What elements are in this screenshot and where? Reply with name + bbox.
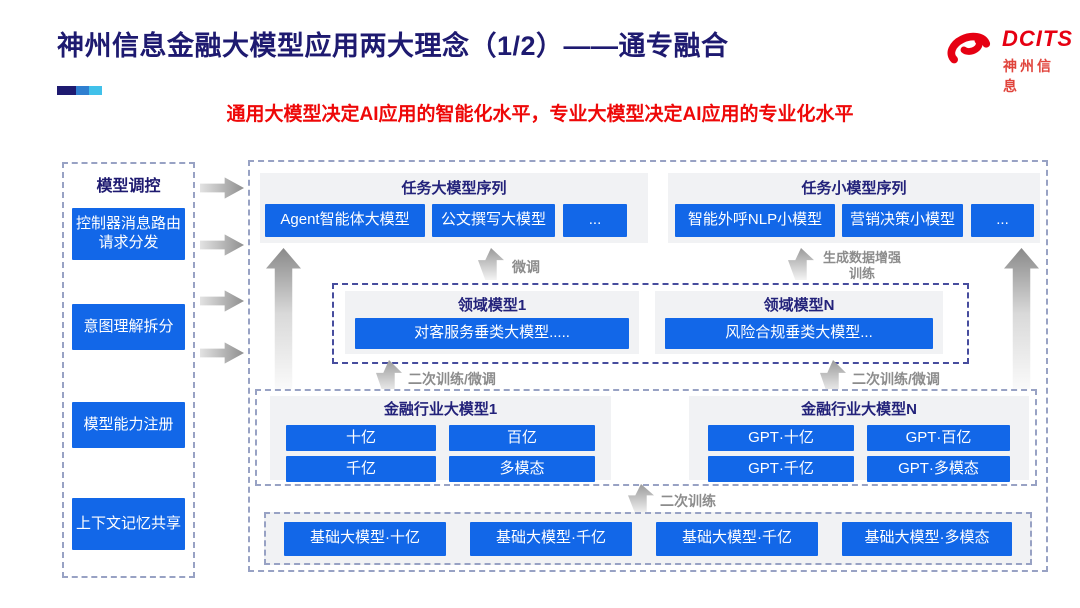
dcits-logo: DCITS 神州信息 xyxy=(940,20,1073,94)
model-control-panel: 模型调控 控制器消息路由请求分发 意图理解拆分 模型能力注册 上下文记忆共享 xyxy=(62,162,195,578)
big-up-arrow-icon xyxy=(266,248,301,394)
node-customer-service-model: 对客服务垂类大模型..... xyxy=(355,318,629,349)
gen-data-augment-label: 生成数据增强训练 xyxy=(822,250,901,282)
right-arrow-icon xyxy=(200,290,244,312)
node-multimodal: 多模态 xyxy=(449,456,595,482)
up-arrow-icon xyxy=(628,484,654,514)
node-nlp-callout-model: 智能外呼NLP小模型 xyxy=(675,204,835,237)
sidebar-item-context: 上下文记忆共享 xyxy=(72,498,185,550)
model-architecture-panel: 任务大模型序列 Agent智能体大模型 公文撰写大模型 ... 任务小模型序列 … xyxy=(248,160,1048,572)
sidebar-item-router: 控制器消息路由请求分发 xyxy=(72,208,185,260)
slide-subtitle: 通用大模型决定AI应用的智能化水平，专业大模型决定AI应用的专业化水平 xyxy=(226,104,854,125)
domain-model-1-panel: 领域模型1 对客服务垂类大模型..... xyxy=(345,291,639,354)
right-arrow-icon xyxy=(200,177,244,199)
task-large-model-panel: 任务大模型序列 Agent智能体大模型 公文撰写大模型 ... xyxy=(260,173,648,243)
node-base-100b-b: 基础大模型·千亿 xyxy=(656,521,818,556)
retrain-bottom-label: 二次训练 xyxy=(660,493,716,509)
sidebar-title: 模型调控 xyxy=(96,178,161,195)
accent-bar-cyan xyxy=(89,86,102,95)
node-marketing-model: 营销决策小模型 xyxy=(842,204,963,237)
industry-model-n-title: 金融行业大模型N xyxy=(801,401,917,418)
node-doc-writing-model: 公文撰写大模型 xyxy=(432,204,555,237)
node-task-small-more: ... xyxy=(971,204,1034,237)
accent-bar-navy xyxy=(57,86,76,95)
dcits-swirl-icon xyxy=(940,22,998,77)
node-agent-large-model: Agent智能体大模型 xyxy=(265,204,425,237)
base-model-panel: 基础大模型·十亿 基础大模型·千亿 基础大模型·千亿 基础大模型·多模态 xyxy=(264,512,1032,565)
node-gpt-100b: GPT·千亿 xyxy=(708,456,854,482)
node-1b-params: 十亿 xyxy=(286,425,436,451)
right-arrow-icon xyxy=(200,342,244,364)
sidebar-item-registry: 模型能力注册 xyxy=(72,402,185,448)
node-base-multimodal: 基础大模型·多模态 xyxy=(842,521,1012,556)
node-100b-params: 千亿 xyxy=(286,456,436,482)
domain-model-group: 领域模型1 对客服务垂类大模型..... 领域模型N 风险合规垂类大模型... xyxy=(332,283,969,364)
industry-model-group: 金融行业大模型1 十亿 百亿 千亿 多模态 金融行业大模型N GPT·十亿 GP… xyxy=(255,389,1037,486)
node-base-100b-a: 基础大模型·千亿 xyxy=(470,521,632,556)
domain-model-1-title: 领域模型1 xyxy=(457,297,527,314)
right-arrow-icon xyxy=(200,234,244,256)
up-arrow-icon xyxy=(478,248,504,280)
logo-brand-text: DCITS xyxy=(1002,26,1073,51)
task-small-title: 任务小模型序列 xyxy=(801,180,907,197)
logo-brand-cn: 神州信息 xyxy=(1003,58,1054,94)
task-large-title: 任务大模型序列 xyxy=(401,180,507,197)
sidebar-item-intent: 意图理解拆分 xyxy=(72,304,185,350)
fine-tune-label: 微调 xyxy=(512,259,540,275)
node-risk-compliance-model: 风险合规垂类大模型... xyxy=(665,318,933,349)
node-task-large-more: ... xyxy=(563,204,627,237)
industry-model-n-panel: 金融行业大模型N GPT·十亿 GPT·百亿 GPT·千亿 GPT·多模态 xyxy=(689,396,1029,482)
task-small-model-panel: 任务小模型序列 智能外呼NLP小模型 营销决策小模型 ... xyxy=(668,173,1040,243)
domain-model-n-panel: 领域模型N 风险合规垂类大模型... xyxy=(655,291,943,354)
domain-model-n-title: 领域模型N xyxy=(763,297,835,314)
node-gpt-1b: GPT·十亿 xyxy=(708,425,854,451)
page-title: 神州信息金融大模型应用两大理念（1/2）——通专融合 xyxy=(57,31,729,61)
node-10b-params: 百亿 xyxy=(449,425,595,451)
retrain-left-label: 二次训练/微调 xyxy=(408,371,496,387)
industry-model-1-title: 金融行业大模型1 xyxy=(383,401,498,418)
node-gpt-multimodal: GPT·多模态 xyxy=(867,456,1010,482)
node-base-1b: 基础大模型·十亿 xyxy=(284,521,446,556)
big-up-arrow-icon xyxy=(1004,248,1039,394)
node-gpt-10b: GPT·百亿 xyxy=(867,425,1010,451)
retrain-right-label: 二次训练/微调 xyxy=(852,371,940,387)
accent-bar-blue xyxy=(76,86,89,95)
up-arrow-icon xyxy=(788,248,814,280)
industry-model-1-panel: 金融行业大模型1 十亿 百亿 千亿 多模态 xyxy=(270,396,611,482)
title-accent-bar xyxy=(57,86,102,95)
